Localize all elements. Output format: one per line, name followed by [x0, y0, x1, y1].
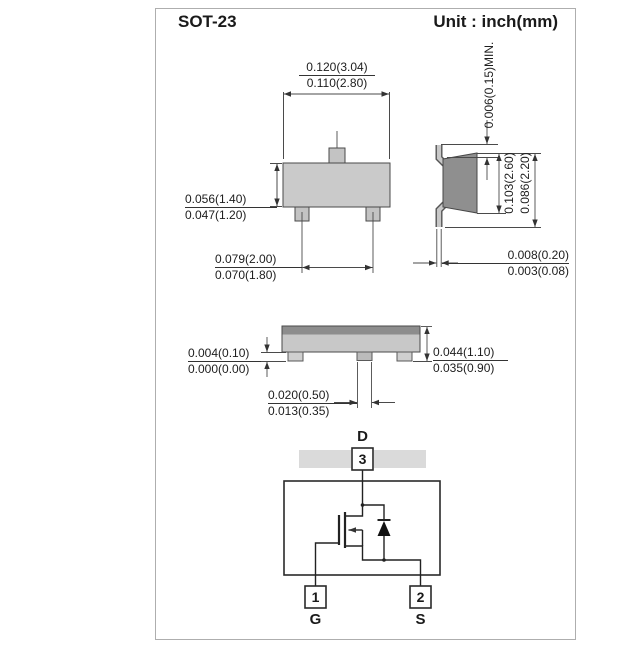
front-width-min: 0.110(2.80): [306, 76, 368, 90]
bottom-height-max: 0.044(1.10): [433, 345, 508, 361]
side-body-width-text: 0.086(2.20): [518, 152, 532, 214]
bottom-foot-right: [396, 351, 413, 362]
bottom-lead-width-max: 0.020(0.50): [268, 388, 357, 404]
pin3-box: [351, 447, 374, 471]
bottom-height-dimension: [413, 326, 432, 362]
front-body: [282, 162, 391, 208]
drain-wire: [345, 470, 364, 517]
gate-wire: [314, 542, 339, 586]
side-tip-clearance-dimension: [441, 120, 498, 180]
diode-triangle: [377, 521, 391, 536]
pin1-box: [304, 585, 327, 609]
side-lead-thickness-min: 0.003(0.08): [507, 264, 569, 278]
gate-label: G: [309, 611, 322, 628]
front-lead-span-max: 0.079(2.00): [215, 252, 302, 268]
front-height-min: 0.047(1.20): [185, 208, 247, 222]
source-label: S: [415, 611, 426, 628]
bottom-standoff-dim-text: 0.004(0.10) 0.000(0.00): [188, 346, 261, 377]
page-frame: [155, 8, 576, 640]
bottom-body-top-band: [282, 326, 420, 335]
front-height-dimension: [270, 163, 282, 207]
schematic-drawing: [283, 447, 441, 609]
front-tab: [328, 147, 346, 165]
front-lead-span-dim-text: 0.079(2.00) 0.070(1.80): [215, 252, 302, 283]
bottom-height-min: 0.035(0.90): [433, 361, 495, 375]
bottom-foot-middle: [356, 351, 373, 361]
bottom-standoff-dimension: [261, 337, 286, 377]
bottom-standoff-max: 0.004(0.10): [188, 346, 261, 362]
front-height-max: 0.056(1.40): [185, 192, 277, 208]
side-overall-width-text: 0.103(2.60): [502, 152, 516, 214]
front-view-drawing: [270, 91, 391, 273]
front-lead-span-min: 0.070(1.80): [215, 268, 277, 282]
front-width-max: 0.120(3.04): [299, 60, 375, 76]
schematic-ghost-left: [299, 450, 351, 468]
side-view-drawing: [413, 120, 541, 267]
pin1-number: 1: [311, 589, 320, 605]
front-height-dim-text: 0.056(1.40) 0.047(1.20): [185, 192, 277, 223]
front-width-dim-text: 0.120(3.04) 0.110(2.80): [299, 60, 375, 91]
pin3-number: 3: [358, 451, 367, 467]
front-width-dimension: [283, 91, 390, 159]
junction-dot: [360, 503, 365, 507]
pin2-number: 2: [416, 589, 425, 605]
unit-label: Unit : inch(mm): [433, 12, 558, 31]
junction-dot: [382, 558, 386, 562]
side-lead-thickness-dim-text: 0.008(0.20) 0.003(0.08): [442, 248, 569, 279]
schematic-ghost-right: [374, 450, 426, 468]
bottom-view-drawing: [261, 325, 432, 408]
bottom-height-dim-text: 0.044(1.10) 0.035(0.90): [433, 345, 508, 376]
bottom-foot-left: [287, 351, 304, 362]
side-lead-thickness-max: 0.008(0.20): [442, 248, 569, 264]
pin2-box: [409, 585, 432, 609]
side-width-dimensions: [445, 153, 541, 228]
package-title: SOT-23: [178, 12, 237, 31]
side-tip-clearance-text: 0.006(0.15)MIN.: [482, 41, 496, 129]
bottom-lead-width-dimension: [334, 362, 395, 408]
side-body: [442, 152, 478, 214]
bottom-lead-width-min: 0.013(0.35): [268, 404, 330, 418]
bottom-standoff-min: 0.000(0.00): [188, 362, 250, 376]
drain-label: D: [357, 428, 368, 445]
bottom-lead-width-dim-text: 0.020(0.50) 0.013(0.35): [268, 388, 357, 419]
source-wire: [345, 545, 422, 586]
diode-top-wire: [362, 504, 385, 520]
